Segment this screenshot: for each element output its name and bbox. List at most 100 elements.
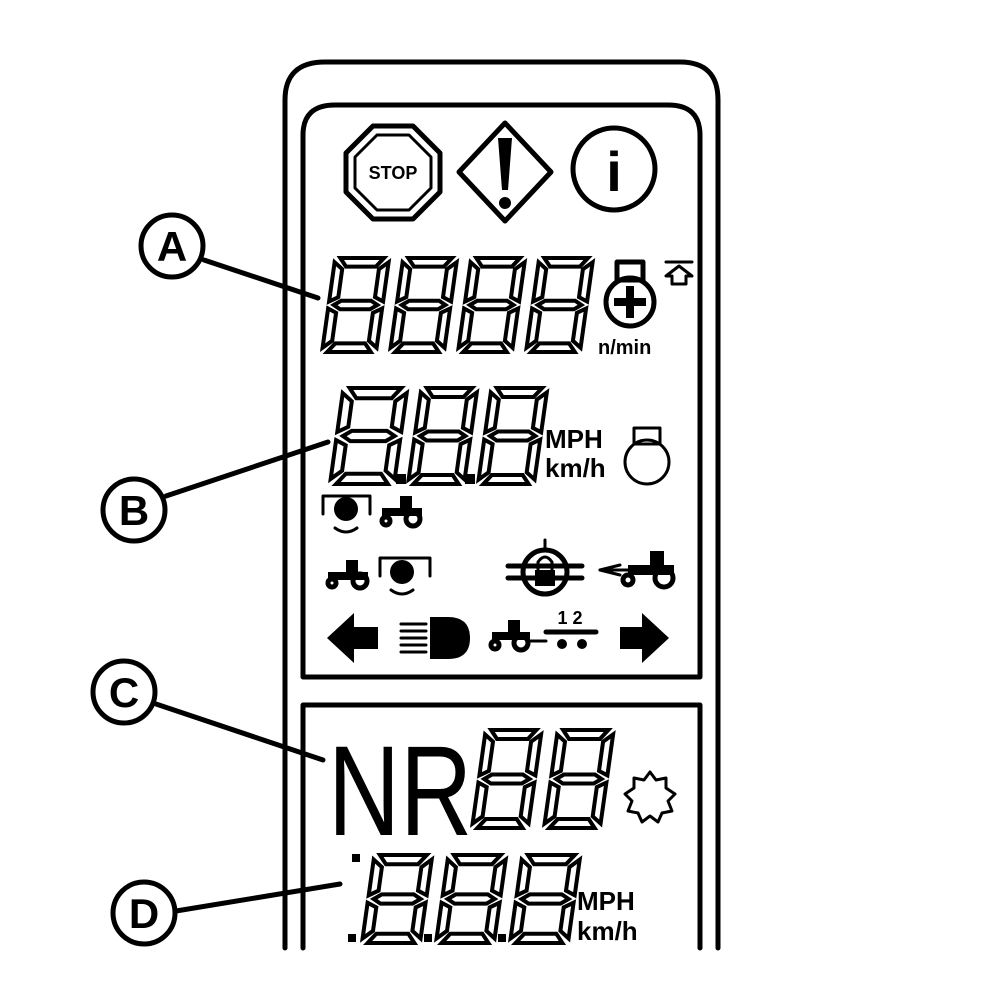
speed-digit-2: [405, 386, 480, 486]
differential-lock-icon: [505, 538, 585, 597]
lower-digit-display: [348, 728, 616, 945]
callout-b-leader: [163, 439, 331, 499]
speed-decimal-1: [396, 474, 406, 484]
rpm-unit-label: n/min: [598, 337, 651, 359]
engine-outline-icon: [623, 426, 671, 486]
callout-c-label: C: [109, 669, 139, 716]
speed-digit-3-segment-6: [486, 429, 540, 443]
callout-d-leader: [173, 881, 343, 914]
rpm-digit-4-segment-5: [530, 258, 549, 305]
rpm-digit-3: [455, 256, 528, 354]
stop-icon: STOP: [343, 123, 443, 222]
gear-digit-1-segment-5: [476, 730, 496, 779]
speed-digit-1-segment-6: [339, 428, 399, 444]
gear-digit-2-segment-0: [559, 728, 613, 741]
upshift-arrow-icon: [664, 260, 694, 286]
rpm-digit-1-segment-5: [326, 258, 345, 305]
rpm-digit-4-segment-3: [526, 341, 579, 354]
gear-digit-2-segment-2: [590, 779, 609, 828]
lower-colon-top: [352, 854, 360, 862]
upper-lcd-window: [300, 102, 703, 680]
gear-digit-1-segment-2: [518, 779, 537, 828]
lower-colon-bottom: [348, 934, 356, 942]
trailer-axle-numbers: 1 2: [557, 608, 582, 628]
rpm-digit-2-segment-3: [390, 341, 443, 354]
speed-digit-2-segment-1: [460, 388, 480, 436]
rpm-digit-2-segment-0: [404, 256, 457, 269]
speed-digit-display: [328, 386, 550, 486]
rpm-digit-4-segment-2: [570, 305, 589, 352]
callout-a-label: A: [157, 223, 187, 270]
callout-b: B: [100, 476, 168, 544]
lower-speed-digit-2-segment-5: [440, 855, 459, 899]
lower-speed-digit-3-segment-2: [558, 899, 577, 943]
speed-digit-1-segment-5: [334, 389, 354, 436]
tractor-small-icon: [379, 496, 423, 529]
lower-speed-digit-2-segment-6: [443, 892, 499, 906]
panel-housing: [282, 59, 721, 951]
rpm-digit-3-segment-4: [455, 305, 475, 353]
gear-digit-1-segment-6: [480, 772, 534, 786]
speed-digit-3: [475, 386, 550, 486]
rpm-digit-4-segment-4: [523, 305, 543, 353]
speed-digit-1-segment-1: [389, 388, 410, 436]
rpm-digit-1-segment-4: [319, 305, 339, 353]
rpm-digit-3-segment-0: [472, 256, 525, 269]
callout-b-label: B: [119, 487, 149, 534]
rpm-digit-1-segment-6: [330, 298, 382, 312]
gear-digit-1-segment-3: [472, 817, 527, 830]
lower-speed-digit-1-segment-2: [410, 899, 429, 943]
speed-digit-1-segment-4: [328, 436, 348, 484]
speed-digit-2-segment-4: [405, 436, 425, 484]
lower-decimal-1: [424, 934, 432, 942]
speed-digit-3-segment-3: [478, 473, 533, 486]
info-label: i: [606, 140, 622, 203]
rpm-digit-3-segment-6: [466, 298, 518, 312]
lower-speed-digit-2-segment-0: [450, 853, 506, 867]
speed-digit-1-segment-0: [345, 386, 406, 401]
lower-unit-kmh: km/h: [577, 916, 638, 946]
rpm-digit-2-segment-1: [440, 257, 460, 305]
lower-speed-digit-3: [507, 853, 583, 945]
gear-digit-2: [541, 728, 616, 830]
lower-decimal-2: [498, 934, 506, 942]
lower-speed-digit-1: [359, 853, 435, 945]
callout-c-leader: [153, 701, 326, 763]
speed-digit-2-segment-5: [412, 388, 431, 436]
lower-speed-digit-3-segment-1: [563, 855, 583, 899]
speed-unit-mph: MPH: [545, 424, 603, 454]
speed-digit-2-segment-0: [423, 386, 477, 399]
rpm-digit-1: [319, 256, 392, 354]
gear-digit-2-segment-4: [541, 779, 561, 828]
rpm-digit-4-segment-6: [534, 298, 586, 312]
gear-digit-1-segment-4: [469, 779, 489, 828]
speed-digit-1-segment-3: [331, 471, 392, 486]
gear-digit-2-segment-1: [596, 730, 616, 779]
speed-digit-3-segment-1: [530, 388, 550, 436]
lower-speed-digit-2-segment-4: [433, 899, 453, 943]
rpm-digit-4: [523, 256, 596, 354]
headlight-icon: [399, 617, 470, 659]
gear-digit-2-segment-6: [552, 772, 606, 786]
rpm-digit-2-segment-6: [398, 298, 450, 312]
lower-lcd-window: [300, 702, 703, 951]
rpm-digit-1-segment-3: [322, 341, 375, 354]
rpm-digit-3-segment-2: [502, 305, 521, 352]
rpm-digit-1-segment-1: [372, 257, 392, 305]
speed-digit-1: [328, 386, 410, 486]
pto-rear-icon: [378, 556, 432, 596]
pto-front-icon: [321, 494, 372, 534]
rpm-digit-2-segment-5: [394, 258, 413, 305]
stop-label: STOP: [369, 163, 418, 183]
lower-speed-digit-1-segment-1: [415, 855, 435, 899]
lower-speed-digit-1-segment-6: [369, 892, 425, 906]
speed-digit-3-segment-2: [524, 436, 543, 484]
gear-digit-1-segment-0: [487, 728, 541, 741]
engine-rpm-icon: [603, 259, 657, 329]
lower-speed-digit-3-segment-4: [507, 899, 527, 943]
speed-decimal-2: [465, 474, 475, 484]
speed-digit-2-segment-6: [416, 429, 470, 443]
pto-gear-icon: [623, 770, 677, 824]
